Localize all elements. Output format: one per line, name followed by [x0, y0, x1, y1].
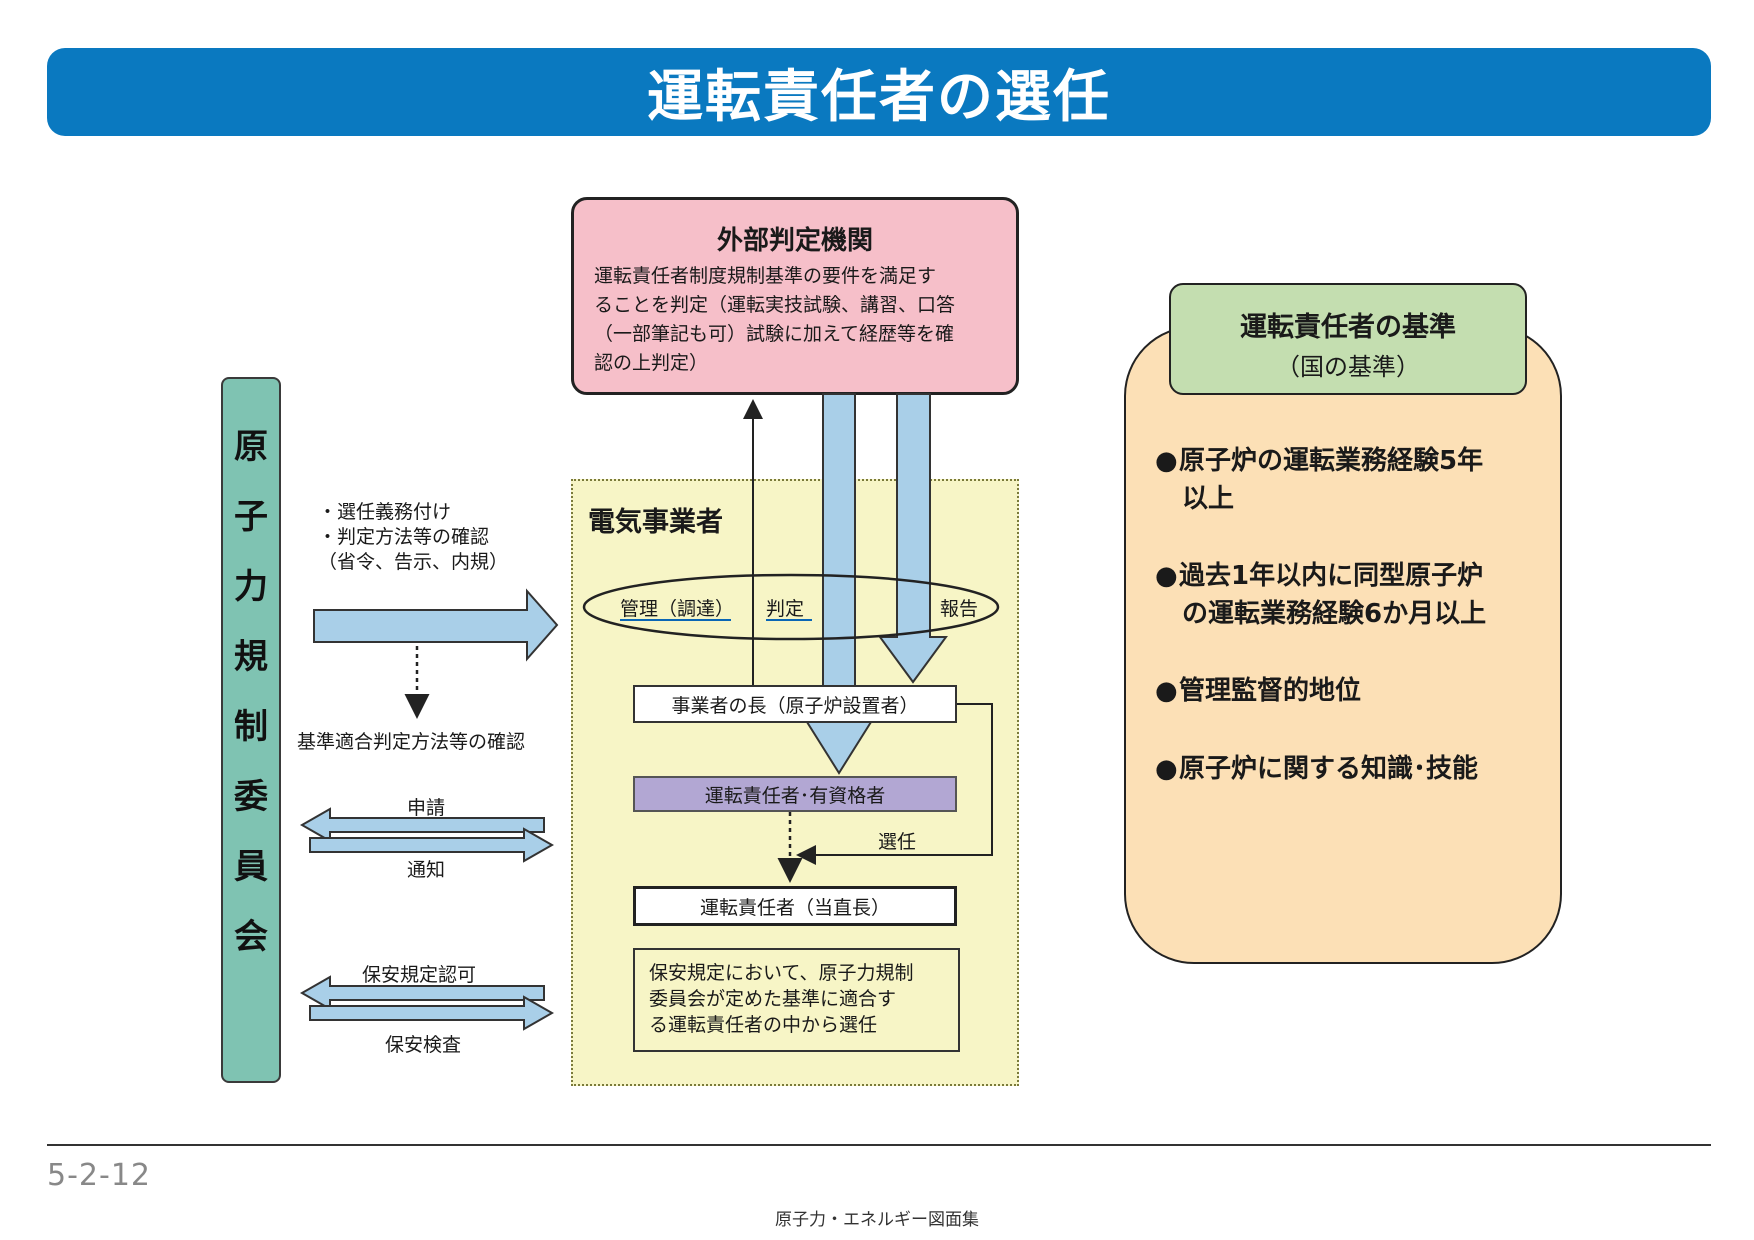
nra-char: 員	[234, 847, 268, 887]
nra-char: 制	[234, 707, 268, 747]
inspection-label: 保安検査	[385, 1034, 462, 1056]
bullet-icon: ●	[1155, 446, 1178, 476]
criterion-text-cont: の運転業務経験6か月以上	[1182, 599, 1487, 629]
shift-chief-box: 運転責任者（当直長）	[633, 886, 957, 926]
criterion-text: 過去1年以内に同型原子炉	[1179, 561, 1484, 591]
note-line: 委員会が定めた基準に適合す	[649, 988, 897, 1010]
nra-char: 委	[234, 777, 268, 817]
external-body-text: 運転責任者制度規制基準の要件を満足す ることを判定（運転実技試験、講習、口答 （…	[594, 262, 1010, 378]
standards-header: 運転責任者の基準 （国の基準）	[1169, 283, 1527, 395]
nra-char: 規	[234, 637, 268, 677]
criterion-item: ●管理監督的地位	[1155, 672, 1555, 710]
footer-divider	[47, 1144, 1711, 1146]
criterion-text: 原子炉に関する知識･技能	[1179, 754, 1479, 784]
nra-duty-line: ・選任義務付け	[318, 501, 452, 523]
nra-char: 会	[234, 917, 268, 957]
external-judging-body-box: 外部判定機関 運転責任者制度規制基準の要件を満足す ることを判定（運転実技試験、…	[571, 197, 1019, 395]
external-body-title: 外部判定機関	[716, 226, 873, 256]
nra-char: 力	[234, 567, 268, 607]
bullet-icon: ●	[1155, 676, 1178, 706]
standards-subtitle: （国の基準）	[1276, 353, 1420, 381]
appoint-connector	[796, 703, 993, 865]
qualified-person-box: 運転責任者･有資格者	[633, 776, 957, 812]
report-arrow	[878, 393, 948, 684]
ellipse-report-label: 報告	[940, 598, 979, 620]
nra-char: 原	[234, 427, 268, 467]
notify-label: 通知	[407, 859, 446, 881]
external-body-line: ることを判定（運転実技試験、講習、口答	[594, 294, 956, 316]
big-right-arrow	[313, 588, 559, 662]
criterion-item: ●過去1年以内に同型原子炉 の運転業務経験6か月以上	[1155, 557, 1555, 633]
external-body-line: 運転責任者制度規制基準の要件を満足す	[594, 265, 937, 287]
bullet-icon: ●	[1155, 754, 1178, 784]
approval-arrow	[299, 975, 545, 1011]
footer-caption: 原子力・エネルギー図面集	[775, 1210, 979, 1230]
criterion-item: ●原子炉の運転業務経験5年 以上	[1155, 442, 1555, 518]
appoint-label: 選任	[878, 831, 917, 853]
note-line: る運転責任者の中から選任	[649, 1014, 878, 1036]
notify-arrow	[309, 827, 555, 863]
standards-panel	[1124, 326, 1562, 964]
external-body-line: （一部筆記も可）試験に加えて経歴等を確	[594, 323, 955, 345]
apply-label: 申請	[407, 797, 446, 819]
standards-title: 運転責任者の基準	[1240, 312, 1456, 343]
apply-arrow	[299, 807, 545, 843]
confirm-method-label: 基準適合判定方法等の確認	[297, 731, 526, 753]
criterion-text-cont: 以上	[1182, 484, 1235, 514]
page-number: 5-2-12	[47, 1158, 151, 1193]
ellipse-judge-label: 判定	[766, 598, 805, 620]
bullet-icon: ●	[1155, 561, 1178, 591]
page-title: 運転責任者の選任	[647, 64, 1111, 130]
criterion-text: 管理監督的地位	[1179, 676, 1362, 706]
ellipse-manage-label: 管理（調達）	[620, 598, 735, 620]
criterion-text: 原子炉の運転業務経験5年	[1179, 446, 1484, 476]
operator-head-box: 事業者の長（原子炉設置者）	[633, 685, 957, 723]
safety-regulation-note: 保安規定において、原子力規制 委員会が定めた基準に適合す る運転責任者の中から選…	[633, 948, 960, 1052]
utility-title: 電気事業者	[588, 507, 723, 538]
nra-bar: 原 子 力 規 制 委 員 会	[221, 377, 281, 1083]
nra-duty-line: ・判定方法等の確認	[318, 526, 490, 548]
nra-duty-line: （省令、告示、内規）	[318, 551, 509, 573]
note-line: 保安規定において、原子力規制	[649, 962, 914, 984]
approval-label: 保安規定認可	[362, 964, 477, 986]
external-body-line: 認の上判定）	[594, 352, 709, 374]
nra-duties-notes: ・選任義務付け ・判定方法等の確認 （省令、告示、内規）	[318, 500, 508, 575]
inspection-arrow	[309, 995, 555, 1031]
nra-char: 子	[234, 497, 268, 537]
title-bar: 運転責任者の選任	[47, 48, 1711, 136]
criterion-item: ●原子炉に関する知識･技能	[1155, 750, 1555, 788]
activity-ellipse	[582, 573, 1000, 641]
